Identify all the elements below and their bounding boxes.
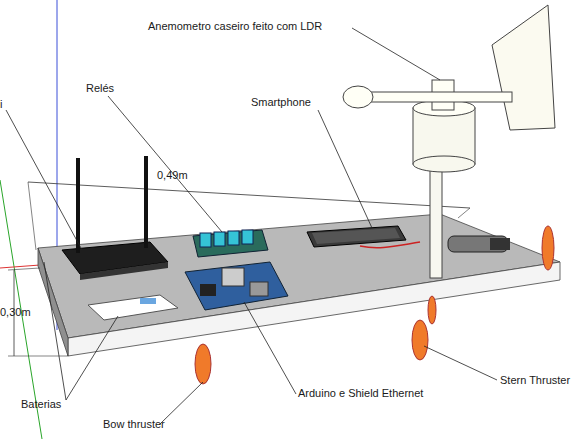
- dimension-line: [8, 268, 40, 270]
- callout-label: Baterias: [21, 398, 61, 411]
- propeller: [428, 296, 436, 324]
- thruster-motor: [448, 226, 554, 270]
- dimension-label: 0,30m: [0, 306, 31, 319]
- anemometer: [343, 5, 555, 278]
- callout-label: Stern Thruster: [500, 374, 570, 387]
- arduino-board: [185, 262, 288, 310]
- dimension-line: [28, 182, 470, 208]
- callout-label: Arduino e Shield Ethernet: [298, 387, 423, 400]
- dimension-line: [28, 182, 36, 250]
- router: [62, 156, 168, 280]
- callout-label: Relés: [86, 82, 114, 95]
- axis-line: [0, 265, 40, 268]
- callout-label: Anemometro caseiro feito com LDR: [148, 20, 322, 33]
- callout-label: i: [0, 98, 2, 111]
- callout-label: Smartphone: [251, 96, 311, 109]
- smartphone: [307, 226, 420, 248]
- propeller: [412, 320, 428, 360]
- platform-front: [68, 262, 560, 356]
- relay-board: [193, 230, 268, 257]
- battery: [88, 295, 178, 320]
- propeller: [195, 344, 211, 384]
- callout-label: Bow thruster: [103, 418, 165, 431]
- leader-line: [6, 28, 497, 424]
- dimension-label: 0,49m: [157, 169, 188, 182]
- platform-side: [38, 248, 68, 356]
- dimension-line: [458, 208, 470, 218]
